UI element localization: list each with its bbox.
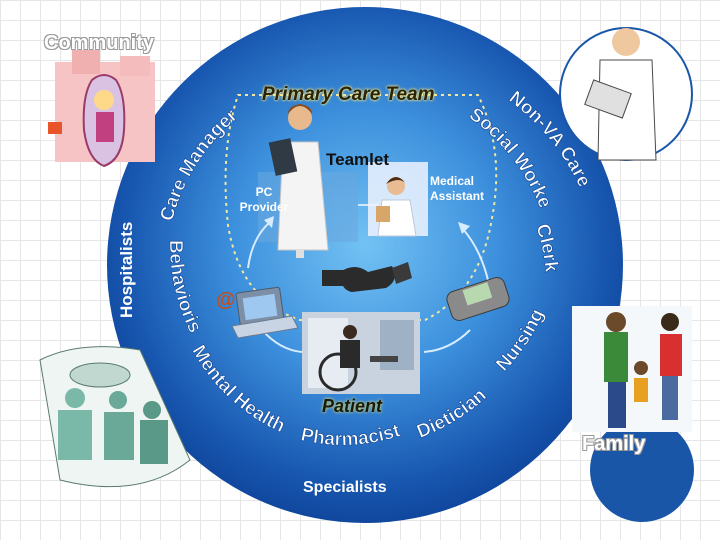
- community-label: Community: [44, 32, 154, 54]
- arrow-right-up: [461, 227, 489, 281]
- specialists-label: Specialists: [303, 479, 387, 496]
- doctor-avatar: [559, 27, 693, 161]
- laptop-icon: [231, 286, 299, 339]
- surgery-team-icon: [39, 346, 191, 488]
- medical-assistant-label: Medical Assistant: [430, 174, 485, 203]
- handshake-icon: [322, 262, 412, 292]
- cell-phone-icon: [446, 277, 510, 321]
- medical-assistant-figure: [368, 162, 428, 237]
- family-circle: [590, 418, 694, 522]
- email-icon: @: [216, 289, 236, 311]
- patient-label: Patient: [322, 396, 383, 416]
- doctor-figure: [268, 104, 329, 258]
- community-building-icon: [48, 50, 155, 168]
- ring-label-hospitalists: Hospitalists: [117, 222, 136, 318]
- patient-photo: [302, 312, 420, 394]
- arrow-left-up: [247, 221, 271, 269]
- family-label: Family: [582, 433, 646, 455]
- teamlet-region: [224, 94, 498, 321]
- family-photo: [572, 306, 692, 432]
- teamlet-label: Teamlet: [326, 150, 389, 169]
- arrow-right-down: [423, 329, 471, 353]
- primary-care-team-title: Primary Care Team: [262, 84, 435, 105]
- arrow-head-left: [264, 216, 274, 228]
- arrow-head-right: [458, 222, 470, 234]
- main-circle: [107, 7, 623, 523]
- pc-provider-label: PC Provider: [239, 185, 289, 214]
